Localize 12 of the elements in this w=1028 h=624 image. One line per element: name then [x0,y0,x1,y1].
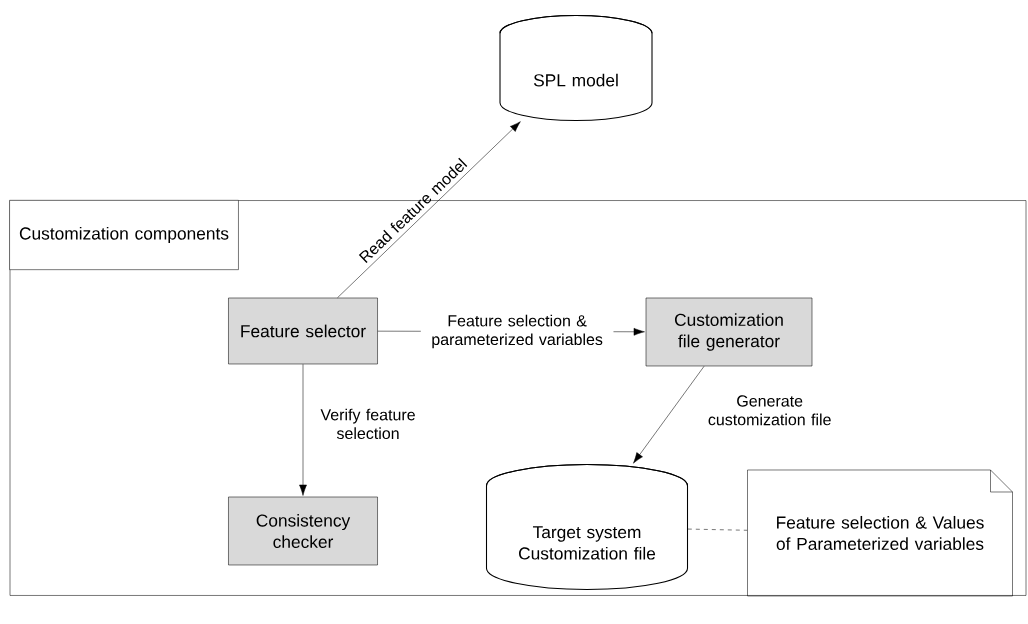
edge-label: Generate customization file [708,395,831,426]
database-cylinder: Target system Customization file [485,463,689,591]
process-box: Consistency checker [228,496,378,566]
edge-label: Feature selection & parameterized variables [420,313,614,350]
connector-line [687,528,748,531]
process-box: Customization file generator [645,297,813,367]
database-cylinder: SPL model [499,14,653,122]
arrow [337,121,521,298]
edge-label: Verify feature selection [320,408,415,440]
arrow [633,366,705,464]
arrow [299,364,307,496]
process-box: Feature selector [228,297,378,365]
